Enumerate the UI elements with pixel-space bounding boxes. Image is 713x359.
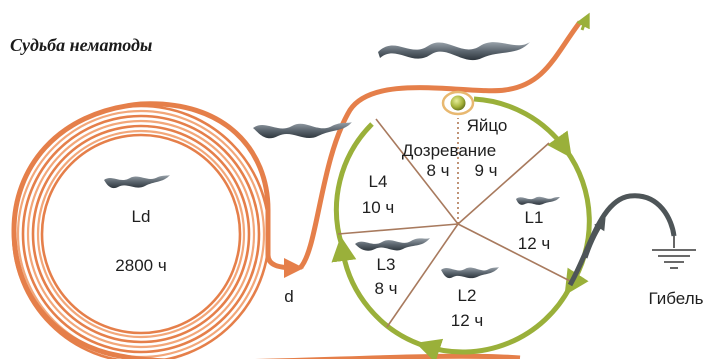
diagram-title: Судьба нематоды bbox=[10, 35, 152, 55]
stage-l1-duration: 12 ч bbox=[518, 234, 551, 253]
stage-l3-duration: 8 ч bbox=[374, 279, 397, 298]
stage-l1-label: L1 bbox=[525, 208, 544, 227]
stage-maturation-label: Дозревание bbox=[402, 141, 496, 160]
stage-l3-label: L3 bbox=[377, 255, 396, 274]
stage-maturation-duration-a: 8 ч bbox=[426, 161, 449, 180]
stage-egg-label: Яйцо bbox=[467, 116, 508, 135]
dauer-path bbox=[11, 101, 521, 359]
worm-icon bbox=[104, 175, 170, 189]
death-label: Гибель bbox=[649, 289, 704, 308]
dauer-label: Ld bbox=[132, 207, 151, 226]
dauer-duration: 2800 ч bbox=[115, 256, 166, 275]
stage-l4-label: L4 bbox=[369, 172, 388, 191]
exit-path-green bbox=[576, 12, 590, 31]
stage-l4-duration: 10 ч bbox=[362, 198, 395, 217]
worm-icon bbox=[355, 238, 430, 251]
stage-dividers bbox=[337, 118, 573, 328]
worm-icon bbox=[516, 196, 560, 205]
exit-path bbox=[298, 20, 582, 270]
entry-label: d bbox=[284, 287, 293, 306]
stage-l2-label: L2 bbox=[458, 286, 477, 305]
worm-icon bbox=[441, 267, 499, 279]
stage-l2-duration: 12 ч bbox=[451, 311, 484, 330]
death-path bbox=[567, 193, 677, 287]
death-arrow bbox=[584, 217, 606, 259]
stage-maturation-duration-b: 9 ч bbox=[474, 161, 497, 180]
ground-icon bbox=[652, 236, 696, 269]
egg-icon bbox=[441, 90, 475, 116]
worm-icon bbox=[378, 42, 530, 61]
worm-icon bbox=[253, 122, 352, 139]
